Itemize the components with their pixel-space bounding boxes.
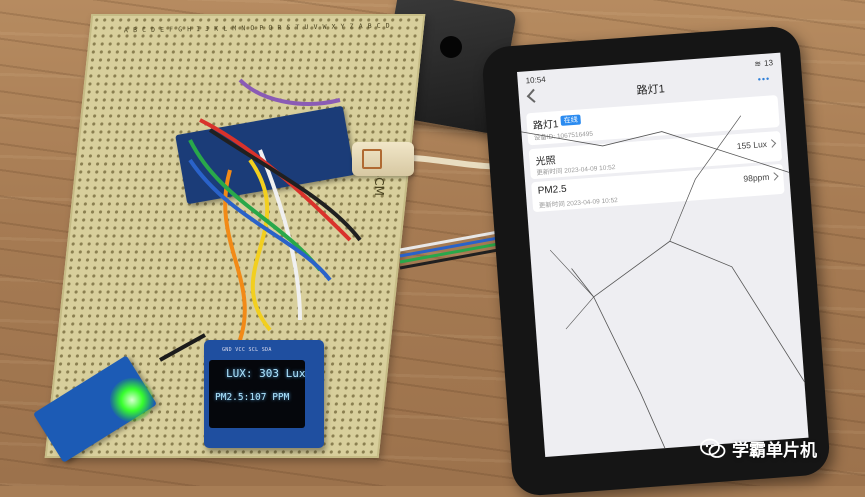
row-label: PM2.5 [537,183,568,197]
status-badge: 在线 [560,114,582,126]
green-led-glow [110,378,154,422]
oled-pin-labels: GND VCC SCL SDA [222,347,272,353]
chevron-right-icon [767,139,777,148]
oled-lux-reading: LUX: 303 Lux [226,367,306,380]
row-value: 98ppm [743,171,770,184]
row-update-time: 更新时间 2023-04-09 10:52 [538,196,619,210]
usb-brand-icon [362,149,382,169]
watermark: 学霸单片机 [700,436,817,461]
row-value: 155 Lux [736,138,768,152]
oled-screen [209,360,305,428]
wifi-icon: ≋ [754,58,762,69]
back-arrow-icon[interactable] [526,88,541,103]
phone-screen: 10:54 ≋ 13 路灯1 ••• 路灯1 在线 设备ID: 10675164… [517,52,809,457]
dust-sensor-hole [440,36,462,58]
watermark-text: 学霸单片机 [732,441,817,460]
status-time: 10:54 [525,74,546,85]
more-menu-icon[interactable]: ••• [757,73,771,85]
battery-level: 13 [763,57,774,68]
wechat-icon [700,438,726,458]
page-title: 路灯1 [636,83,666,98]
oled-pm25-reading: PM2.5:107 PPM [215,392,290,403]
chevron-right-icon [770,172,779,181]
